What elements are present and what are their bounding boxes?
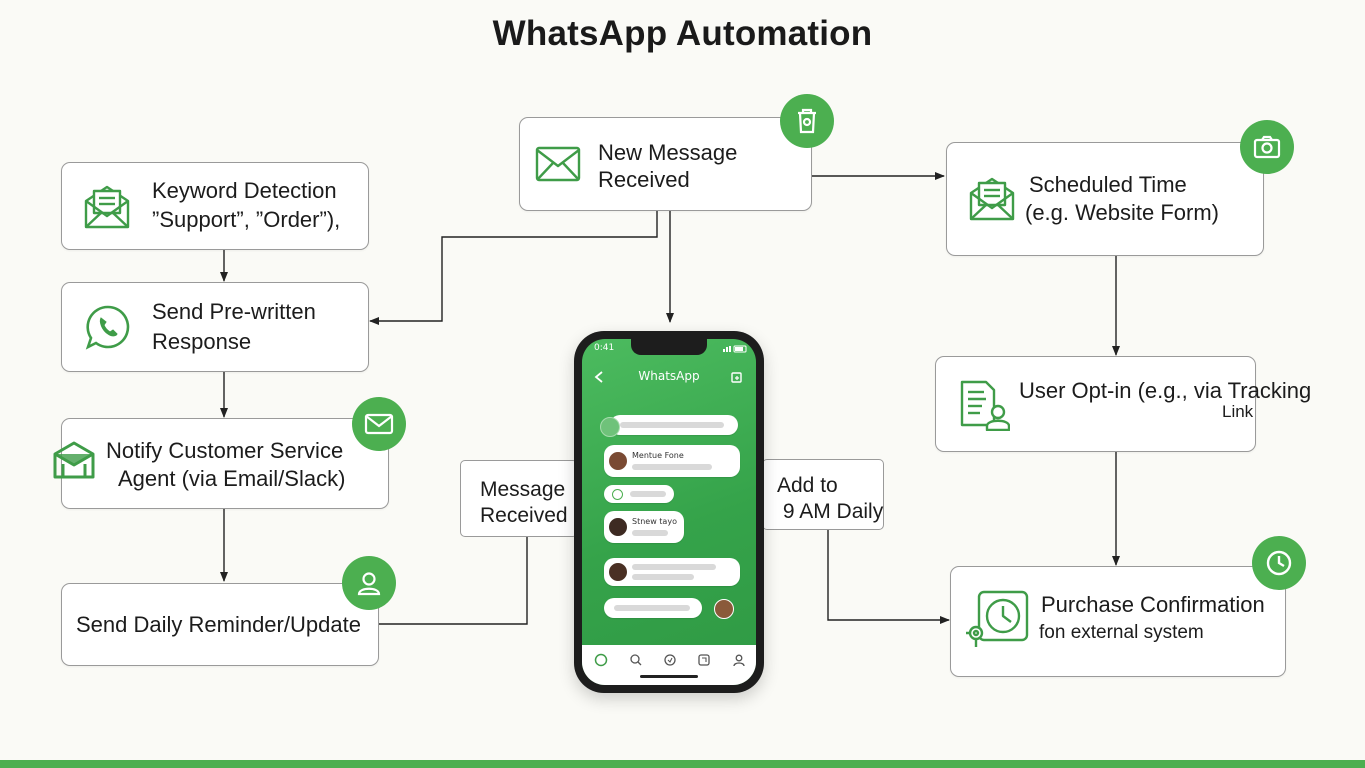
chat-item[interactable]: Mentue Fone (604, 445, 740, 477)
chat-bubble[interactable] (604, 598, 702, 618)
chat-name: Mentue Fone (632, 451, 684, 460)
new-message-received-node: New Message Received (519, 117, 812, 211)
new-message-label-1: New Message (598, 140, 738, 165)
user-opt-in-node: User Opt-in (e.g., via Tracking Link (935, 356, 1311, 452)
purchase-confirmation-label-1: Purchase Confirmation (1041, 592, 1265, 617)
phone-status-time: 0:41 (594, 343, 615, 353)
reminder-badge (342, 556, 396, 610)
envelope-icon (535, 146, 581, 182)
new-message-badge (780, 94, 834, 148)
back-chevron-icon[interactable] (594, 371, 604, 383)
battery-icon (723, 345, 747, 353)
user-icon (357, 572, 381, 596)
scheduled-time-label-2: (e.g. Website Form) (1025, 200, 1219, 225)
chat-item[interactable] (604, 558, 740, 586)
send-daily-reminder-label: Send Daily Reminder/Update (76, 612, 361, 637)
purchase-badge (1252, 536, 1306, 590)
bottom-accent-bar (0, 760, 1365, 768)
new-message-label-2: Received (598, 167, 690, 192)
contact-avatar (714, 599, 734, 619)
phone-notch (631, 339, 707, 355)
notify-label-1: Notify Customer Service (106, 438, 344, 463)
add-to-label-2: 9 AM Daily (777, 500, 884, 523)
purchase-confirmation-label-2: fon external system (1039, 622, 1204, 643)
add-to-daily-box: Add to 9 AM Daily (762, 459, 884, 530)
inbox-icon (53, 441, 95, 479)
status-tab-icon[interactable] (663, 653, 677, 667)
envelope-letter-icon (84, 185, 130, 229)
contact-avatar (608, 562, 628, 582)
send-prewritten-response-node: Send Pre-written Response (61, 282, 369, 372)
chat-bubble[interactable] (610, 415, 738, 435)
chats-tab-icon[interactable] (594, 653, 608, 667)
message-received-label-1: Message (480, 478, 566, 501)
send-prewritten-label-1: Send Pre-written (152, 299, 316, 324)
chat-avatar (600, 417, 620, 437)
whatsapp-icon (85, 305, 130, 350)
keyword-detection-node: Keyword Detection ”Support”, ”Order”), (61, 162, 369, 250)
keyword-detection-label-1: Keyword Detection (152, 178, 337, 203)
phone-mockup: 0:41 WhatsApp Mentue Fone (574, 331, 764, 693)
profile-tab-icon[interactable] (732, 653, 746, 667)
mail-icon (364, 413, 394, 435)
message-received-label-2: Received (480, 504, 568, 527)
whatsapp-app-title: WhatsApp (638, 369, 700, 383)
calls-tab-icon[interactable] (697, 653, 711, 667)
new-chat-icon[interactable] (731, 371, 743, 383)
scheduled-time-label-1: Scheduled Time (1029, 172, 1187, 197)
chat-bubble[interactable] (604, 485, 674, 503)
camera-icon (1253, 135, 1281, 159)
envelope-letter-icon (969, 177, 1015, 221)
trash-can-icon (798, 108, 816, 134)
purchase-confirmation-node: Purchase Confirmation fon external syste… (950, 566, 1286, 677)
scheduled-badge (1240, 120, 1294, 174)
page-title: WhatsApp Automation (492, 14, 873, 53)
send-daily-reminder-node: Send Daily Reminder/Update (61, 583, 379, 666)
add-to-label-1: Add to (777, 474, 838, 497)
notify-label-2: Agent (via Email/Slack) (118, 466, 346, 491)
user-opt-in-label-2: Link (1222, 402, 1254, 421)
phone-tab-bar (582, 645, 756, 685)
arrow-newmessage-to-prewritten (369, 211, 658, 325)
search-tab-icon[interactable] (629, 653, 643, 667)
clock-gear-icon (966, 590, 1029, 647)
scheduled-time-node: Scheduled Time (e.g. Website Form) (946, 142, 1264, 256)
notify-badge (352, 397, 406, 451)
send-prewritten-label-2: Response (152, 329, 252, 354)
line-reminder-to-message-received (379, 536, 528, 625)
keyword-detection-label-2: ”Support”, ”Order”), (152, 207, 341, 232)
clock-icon (1266, 550, 1292, 576)
user-opt-in-label-1: User Opt-in (e.g., via Tracking (1019, 378, 1312, 403)
home-indicator (640, 675, 698, 678)
notify-customer-service-node: Notify Customer Service Agent (via Email… (61, 418, 389, 509)
arrow-addto-to-purchase (827, 530, 950, 624)
document-user-icon (960, 380, 1010, 431)
contact-avatar (608, 517, 628, 537)
chat-name: Stnew tayo (632, 517, 677, 526)
chat-item[interactable]: Stnew tayo (604, 511, 684, 543)
phone-screen: 0:41 WhatsApp Mentue Fone (582, 339, 756, 685)
contact-avatar (608, 451, 628, 471)
message-received-box: Message Received (460, 460, 578, 537)
